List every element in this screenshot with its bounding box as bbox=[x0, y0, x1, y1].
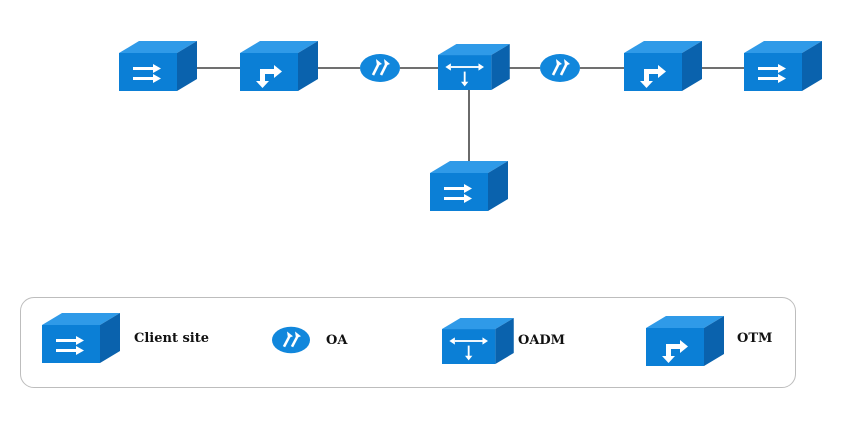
client-site-icon bbox=[133, 64, 161, 83]
otm-icon bbox=[662, 340, 688, 363]
oadm-node bbox=[438, 44, 510, 90]
legend-label-otm: OTM bbox=[737, 331, 773, 346]
client-site-bottom bbox=[430, 161, 508, 211]
oadm-icon bbox=[449, 337, 488, 361]
client-site-right bbox=[744, 41, 822, 91]
legend-oa-icon bbox=[272, 326, 310, 354]
legend-label-client: Client site bbox=[134, 331, 210, 346]
legend-oadm-icon bbox=[442, 318, 514, 364]
legend-label-oadm: OADM bbox=[518, 333, 566, 348]
client-site-left bbox=[119, 41, 197, 91]
optical-amplifier-right bbox=[540, 54, 580, 82]
otm-icon bbox=[256, 65, 282, 88]
legend-otm-icon bbox=[646, 316, 724, 366]
optical-amplifier-left bbox=[360, 54, 400, 82]
oadm-icon bbox=[445, 63, 484, 87]
otm-node-right bbox=[624, 41, 702, 91]
client-site-icon bbox=[56, 336, 84, 355]
otm-node-left bbox=[240, 41, 318, 91]
legend-label-oa: OA bbox=[326, 333, 348, 348]
client-site-icon bbox=[758, 64, 786, 83]
client-site-icon bbox=[444, 184, 472, 203]
otm-icon bbox=[640, 65, 666, 88]
legend-panel bbox=[20, 297, 796, 388]
legend-client-icon bbox=[42, 313, 120, 363]
